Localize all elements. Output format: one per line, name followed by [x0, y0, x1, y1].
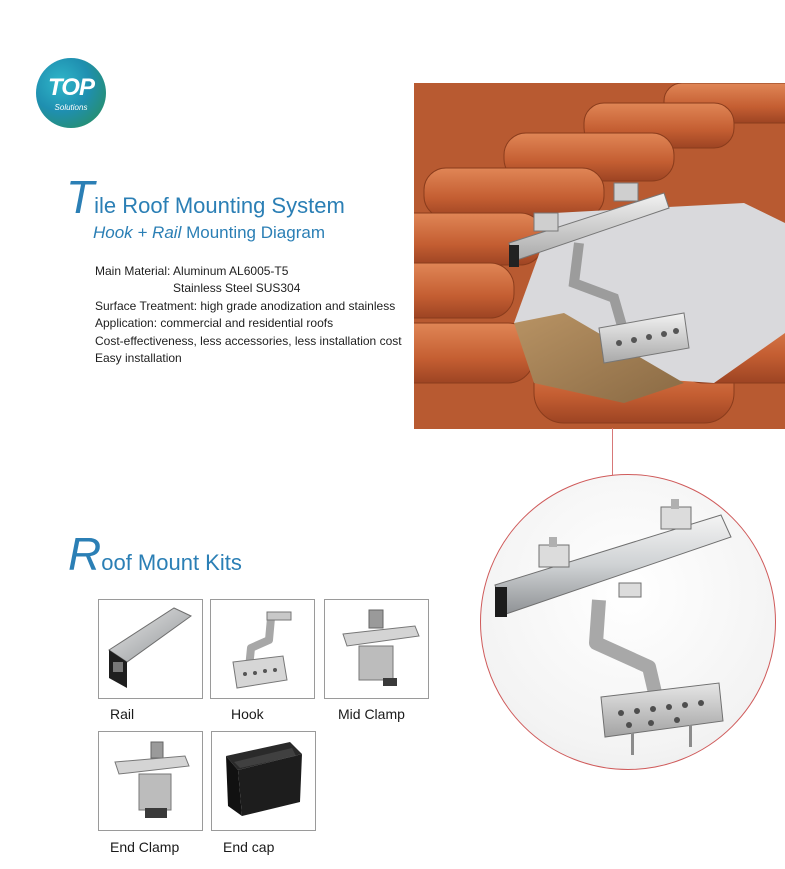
kit-label-end-cap: End cap [223, 839, 275, 855]
kit-label-hook: Hook [231, 706, 264, 722]
mid-clamp-image [342, 609, 420, 686]
end-cap-image [226, 742, 302, 816]
logo-text: TOP [48, 74, 95, 101]
rail-image [108, 607, 192, 688]
subtitle-hook-rail: Hook + Rail [93, 223, 182, 242]
kit-tile-end-cap [211, 731, 316, 831]
hook-image [232, 611, 292, 689]
hook-rail-detail-image [480, 474, 776, 770]
subtitle-text: Mounting Diagram [181, 223, 325, 242]
section-title-kits: Roof Mount Kits [68, 527, 242, 581]
title-initial: T [66, 171, 95, 223]
spec-material: Main Material: Aluminum AL6005-T5 [95, 264, 289, 278]
kit-tile-rail [98, 599, 203, 699]
spec-material-2: Stainless Steel SUS304 [173, 281, 301, 296]
logo-subtext: Solutions [54, 103, 88, 112]
kit-label-rail: Rail [110, 706, 135, 722]
spec-surface: Surface Treatment: high grade anodizatio… [95, 298, 396, 313]
page-subtitle: Hook + Rail Mounting Diagram [93, 223, 325, 243]
kit-label-end-clamp: End Clamp [110, 839, 180, 855]
kit-tile-end-clamp [98, 731, 203, 831]
kits-title-text: oof Mount Kits [101, 550, 242, 575]
end-clamp-image [114, 741, 190, 818]
spec-installation: Easy installation [95, 351, 182, 366]
kits-title-initial: R [68, 528, 102, 580]
title-text: ile Roof Mounting System [94, 193, 345, 218]
kit-tile-hook [210, 599, 315, 699]
spec-list: Main Material: Aluminum AL6005-T5 Stainl… [95, 263, 402, 367]
company-logo: TOP Solutions [36, 58, 106, 128]
kit-label-mid-clamp: Mid Clamp [338, 706, 405, 722]
spec-application: Application: commercial and residential … [95, 316, 334, 331]
roof-mounting-photo [414, 83, 785, 429]
connector-line [612, 428, 613, 476]
spec-cost: Cost-effectiveness, less accessories, le… [95, 333, 402, 348]
page-title: Tile Roof Mounting System [66, 170, 345, 224]
kit-tile-mid-clamp [324, 599, 429, 699]
